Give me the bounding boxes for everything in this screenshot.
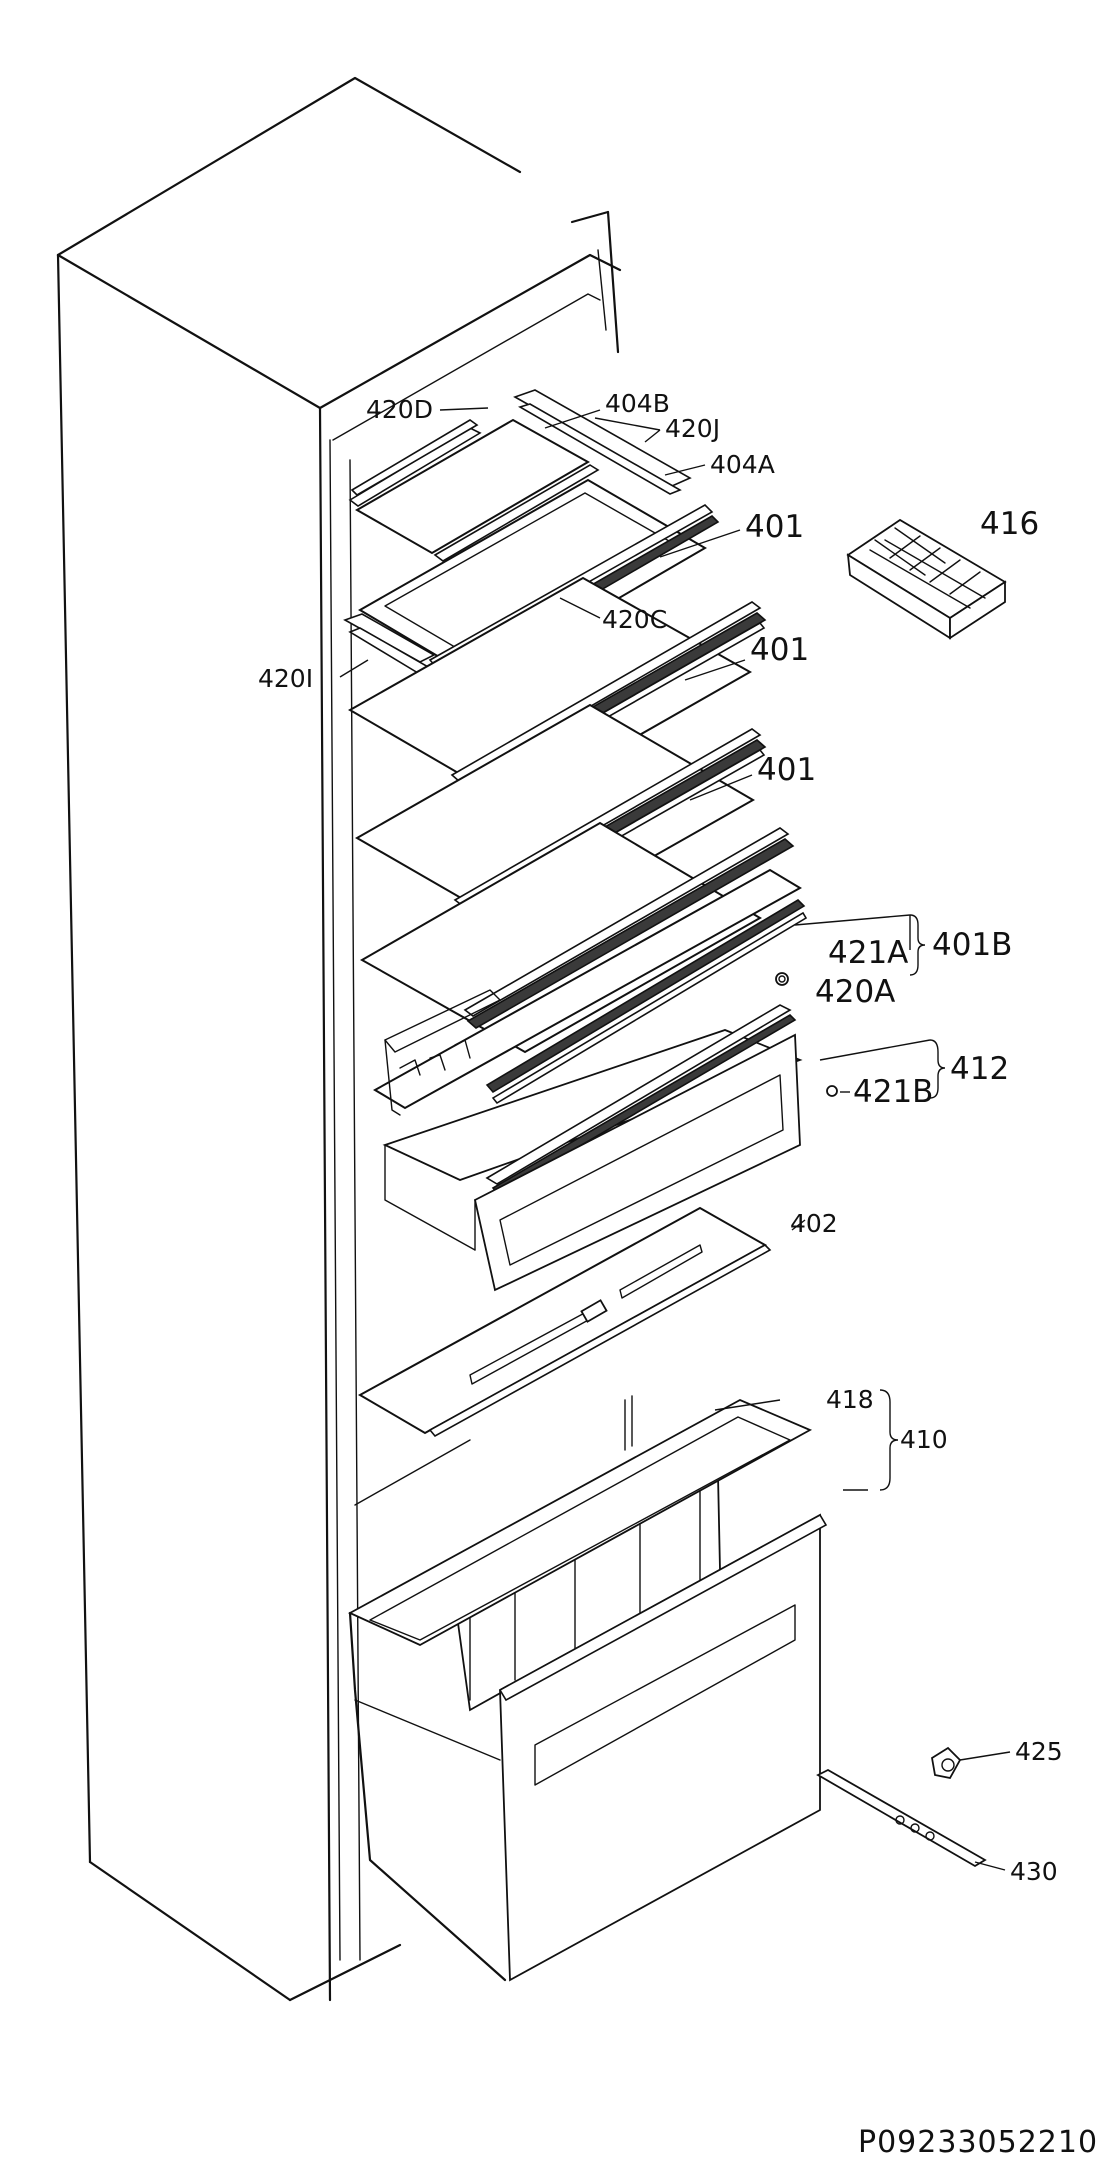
label-404A: 404A bbox=[710, 450, 775, 479]
vegetable-drawer-410 bbox=[347, 1395, 828, 1982]
label-412: 412 bbox=[950, 1051, 1009, 1087]
label-416: 416 bbox=[980, 506, 1039, 542]
leader-lines bbox=[339, 407, 1011, 1871]
label-421A: 421A bbox=[828, 935, 908, 971]
label-420I: 420I bbox=[258, 664, 313, 693]
label-420C: 420C bbox=[602, 605, 667, 634]
label-401-third: 401 bbox=[757, 752, 816, 788]
label-401-first: 401 bbox=[745, 509, 804, 545]
drawing-code: P09233052210 bbox=[858, 2125, 1098, 2160]
label-420J: 420J bbox=[665, 414, 720, 443]
label-420A: 420A bbox=[815, 974, 895, 1010]
group-braces bbox=[879, 914, 946, 1491]
label-401-second: 401 bbox=[750, 632, 809, 668]
crisper-cover-402 bbox=[357, 1206, 772, 1438]
label-401B: 401B bbox=[932, 927, 1012, 963]
callout-labels: 420D 404B 420J 404A 401 416 420C 420I 40… bbox=[258, 389, 1063, 1886]
ice-tray-416 bbox=[846, 518, 1007, 640]
label-420D: 420D bbox=[366, 395, 433, 424]
bracket-425 bbox=[931, 1746, 962, 1780]
label-410: 410 bbox=[900, 1425, 948, 1454]
label-421B: 421B bbox=[853, 1074, 933, 1110]
storage-box-412 bbox=[382, 989, 838, 1292]
shelf-401B-assembly bbox=[373, 868, 808, 1110]
rail-430 bbox=[816, 1768, 987, 1868]
label-430: 430 bbox=[1010, 1857, 1058, 1886]
label-418: 418 bbox=[826, 1385, 874, 1414]
label-404B: 404B bbox=[605, 389, 670, 418]
label-402: 402 bbox=[790, 1209, 838, 1238]
label-425: 425 bbox=[1015, 1737, 1063, 1766]
glass-shelf-3 bbox=[359, 821, 795, 1054]
